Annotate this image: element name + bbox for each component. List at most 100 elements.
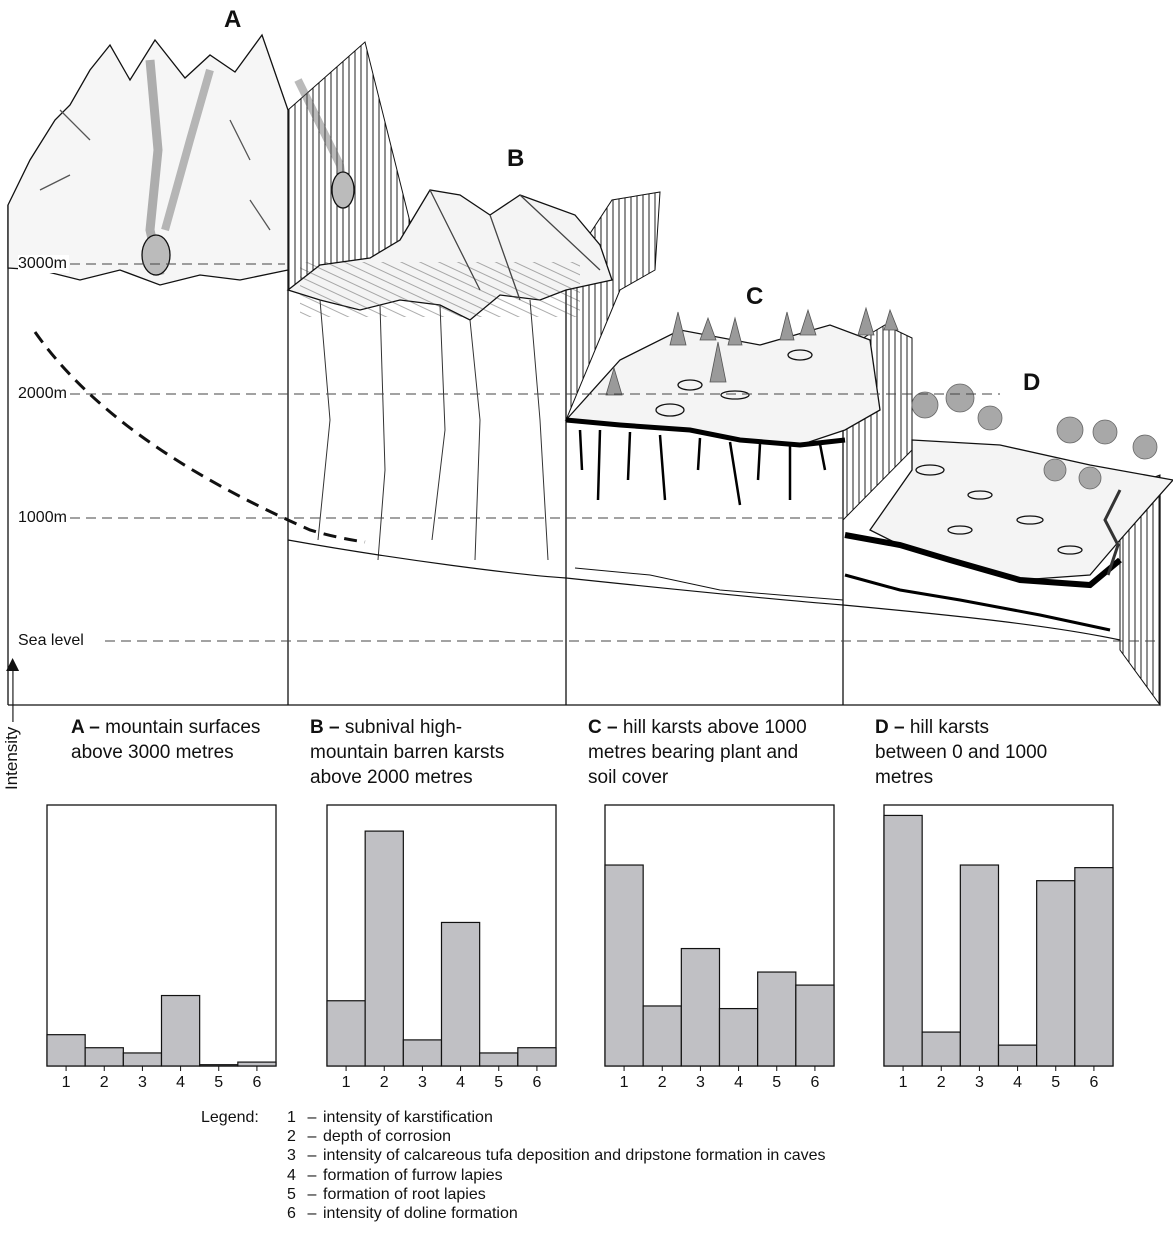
bar-b-1 <box>326 1000 366 1067</box>
legend-item-text: intensity of karstification <box>323 1109 493 1126</box>
bar-d-5 <box>1036 880 1076 1067</box>
bar-b-4 <box>440 921 481 1067</box>
legend-item-text: formation of root lapies <box>323 1185 486 1203</box>
x-tick-label: 6 <box>1089 1074 1098 1091</box>
bar-c-3 <box>680 947 721 1067</box>
legend-item: 1–intensity of karstification <box>287 1108 826 1127</box>
bar-a-3 <box>122 1052 163 1067</box>
altitude-3000m: 3000m <box>18 255 69 273</box>
x-tick-label: 3 <box>975 1074 984 1091</box>
x-tick-label: 6 <box>810 1074 819 1091</box>
bar-d-3 <box>959 864 1000 1067</box>
zone-b-mountains <box>286 189 613 561</box>
bar-c-6 <box>795 984 835 1067</box>
x-tick-label: 5 <box>214 1074 223 1091</box>
x-tick-label: 6 <box>252 1074 261 1091</box>
x-tick-label: 3 <box>138 1074 147 1091</box>
caption-zone-d: D – hill karsts between 0 and 1000 metre… <box>875 717 1048 788</box>
cave-roof-c <box>574 567 844 601</box>
legend-item-number: 1 <box>287 1109 296 1126</box>
bar-a-1 <box>46 1034 86 1067</box>
x-tick-label: 1 <box>899 1074 908 1091</box>
x-tick-label: 5 <box>494 1074 503 1091</box>
altitude-guides <box>70 263 1160 642</box>
zone-c-plateau <box>564 324 881 506</box>
legend-title: Legend: <box>201 1109 259 1126</box>
x-tick-label: 2 <box>658 1074 667 1091</box>
caption-zone-b: B – subnival high-mountain barren karsts… <box>310 717 505 788</box>
cave-profile <box>287 539 1121 641</box>
legend-item-dash: – <box>307 1128 317 1146</box>
x-tick-label: 4 <box>1013 1074 1022 1091</box>
x-tick-label: 5 <box>772 1074 781 1091</box>
legend-item-dash: – <box>307 1109 317 1126</box>
legend-item-text: intensity of doline formation <box>323 1205 518 1223</box>
x-tick-label: 1 <box>62 1074 71 1091</box>
x-tick-label: 5 <box>1051 1074 1060 1091</box>
x-tick-label: 4 <box>734 1074 743 1091</box>
legend-item-text: intensity of calcareous tufa deposition … <box>323 1147 826 1165</box>
altitude-2000m: 2000m <box>18 385 69 403</box>
bar-chart-d: 1 2 3 4 5 6 <box>883 804 1114 1091</box>
altitude-1000m: 1000m <box>18 509 69 527</box>
bar-b-6 <box>517 1047 557 1067</box>
legend-item: 5–formation of root lapies <box>287 1185 826 1204</box>
x-tick-label: 6 <box>532 1074 541 1091</box>
bar-d-1 <box>883 814 923 1067</box>
legend-item: 3–intensity of calcareous tufa depositio… <box>287 1146 826 1165</box>
bar-c-5 <box>757 971 797 1067</box>
bar-a-4 <box>160 994 201 1067</box>
bar-b-5 <box>479 1052 519 1067</box>
legend-item: 6–intensity of doline formation <box>287 1204 826 1223</box>
zone-c-letter: C <box>746 283 764 310</box>
caption-zone-a: A – mountain surfaces above 3000 metres <box>71 717 261 763</box>
zone-a-mountains <box>7 33 355 286</box>
x-tick-label: 2 <box>937 1074 946 1091</box>
zone-c-trees <box>605 306 899 396</box>
y-axis-title: Intensity ———▶ <box>2 657 21 790</box>
legend-item-number: 5 <box>287 1185 296 1203</box>
legend-item-number: 4 <box>287 1166 296 1184</box>
zone-a-letter: A <box>224 6 242 33</box>
x-tick-label: 4 <box>456 1074 465 1091</box>
caption-zone-c: C – hill karsts above 1000 metres bearin… <box>588 717 807 788</box>
bar-c-1 <box>604 864 644 1067</box>
x-tick-label: 4 <box>176 1074 185 1091</box>
altitude-sea-level: Sea level <box>18 632 86 650</box>
bar-c-4 <box>718 1007 759 1067</box>
x-tick-label: 2 <box>100 1074 109 1091</box>
legend-item-number: 2 <box>287 1128 296 1146</box>
bar-a-5 <box>199 1064 239 1067</box>
bar-c-2 <box>642 1005 682 1067</box>
legend-item-number: 6 <box>287 1205 296 1223</box>
legend-item-dash: – <box>307 1205 317 1223</box>
bar-a-6 <box>237 1061 277 1067</box>
zone-b-letter: B <box>507 145 525 172</box>
x-tick-label: 3 <box>696 1074 705 1091</box>
x-tick-label: 1 <box>342 1074 351 1091</box>
bar-a-2 <box>84 1047 124 1067</box>
legend-item: 4–formation of furrow lapies <box>287 1166 826 1185</box>
legend-item-text: depth of corrosion <box>323 1128 452 1146</box>
bar-b-3 <box>402 1039 443 1067</box>
legend-item-number: 3 <box>287 1147 296 1165</box>
legend-item-dash: – <box>307 1185 317 1203</box>
zone-d-letter: D <box>1023 369 1041 396</box>
bar-d-4 <box>997 1044 1038 1067</box>
bar-d-6 <box>1074 867 1114 1067</box>
x-tick-label: 1 <box>620 1074 629 1091</box>
x-tick-label: 3 <box>418 1074 427 1091</box>
bar-d-2 <box>921 1031 961 1067</box>
legend-item: 2–depth of corrosion <box>287 1127 826 1146</box>
bar-chart-a: 1 2 3 4 5 6 <box>46 804 277 1091</box>
bar-b-2 <box>364 830 404 1067</box>
zone-d-trees <box>911 383 1158 490</box>
karst-base-curve <box>33 331 366 544</box>
legend-item-dash: – <box>307 1147 317 1165</box>
legend-item-text: formation of furrow lapies <box>323 1166 503 1184</box>
bar-chart-c: 1 2 3 4 5 6 <box>604 804 835 1091</box>
